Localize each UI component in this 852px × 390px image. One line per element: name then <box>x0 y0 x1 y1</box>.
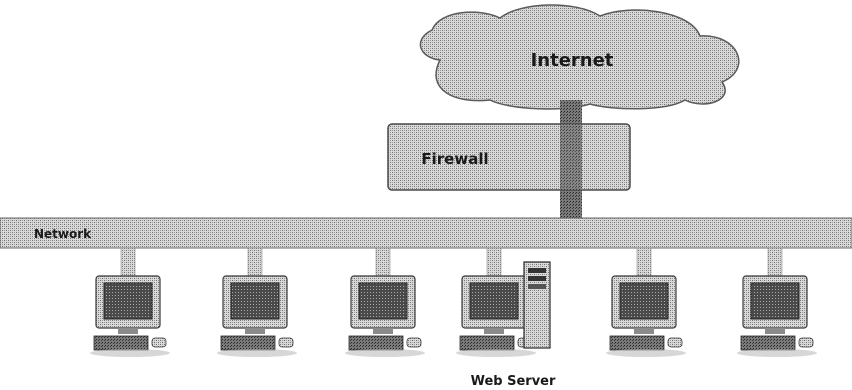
desk-shadow <box>90 349 170 357</box>
monitor-screen <box>469 282 519 320</box>
monitor-stand <box>373 328 393 334</box>
drop-cable <box>247 247 263 277</box>
mouse <box>667 337 683 348</box>
monitor-stand <box>484 328 504 334</box>
drop-cable <box>767 247 783 277</box>
mouse <box>278 337 294 348</box>
keyboard <box>348 335 404 351</box>
monitor-screen <box>619 282 669 320</box>
server-drive-bay <box>528 284 546 289</box>
workstation-5 <box>606 247 686 357</box>
workstation-6 <box>737 247 817 357</box>
desk-shadow <box>606 349 686 357</box>
keyboard <box>609 335 665 351</box>
network-backbone: Network <box>0 217 852 249</box>
monitor-stand <box>765 328 785 334</box>
server-drive-bay <box>528 276 546 281</box>
network-label: Network <box>34 227 92 241</box>
monitor-stand <box>634 328 654 334</box>
server-tower <box>523 261 551 349</box>
workstation-2 <box>217 247 297 357</box>
internet-label: Internet <box>531 50 614 71</box>
desk-shadow <box>345 349 425 357</box>
mouse <box>151 337 167 348</box>
web-server-label: Web Server <box>471 374 556 389</box>
firewall: Firewall <box>387 123 631 191</box>
keyboard <box>93 335 149 351</box>
server-drive-bay <box>528 268 546 273</box>
drop-cable <box>375 247 391 277</box>
monitor-screen <box>103 282 153 320</box>
firewall-label: Firewall <box>421 150 488 168</box>
keyboard <box>220 335 276 351</box>
workstation-3 <box>345 247 425 357</box>
keyboard <box>459 335 515 351</box>
mouse <box>406 337 422 348</box>
nodes-group <box>90 247 817 357</box>
keyboard <box>740 335 796 351</box>
drop-cable <box>486 247 502 277</box>
workstation-1 <box>90 247 170 357</box>
monitor-stand <box>245 328 265 334</box>
mouse <box>798 337 814 348</box>
drop-cable <box>120 247 136 277</box>
internet-cloud: Internet <box>419 4 740 110</box>
desk-shadow <box>737 349 817 357</box>
monitor-screen <box>230 282 280 320</box>
desk-shadow <box>217 349 297 357</box>
monitor-stand <box>118 328 138 334</box>
monitor-screen <box>750 282 800 320</box>
desk-shadow <box>456 349 536 357</box>
drop-cable <box>636 247 652 277</box>
monitor-screen <box>358 282 408 320</box>
workstation-4 <box>456 247 551 357</box>
